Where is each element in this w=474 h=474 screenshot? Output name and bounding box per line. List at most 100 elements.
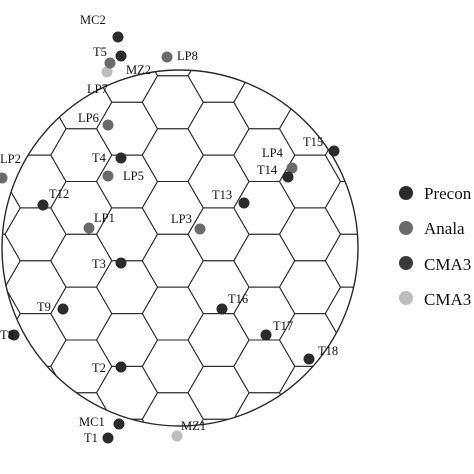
point-mz2: MZ2 (101, 63, 151, 78)
hexagon-cell (141, 75, 204, 130)
point-t13: T13 (212, 188, 250, 209)
legend-label-analog: Anala (424, 219, 465, 238)
legend-item-cma-dark: CMA3 (399, 255, 471, 274)
point-t9: T9 (37, 300, 69, 315)
point-label-t13: T13 (212, 188, 232, 202)
point-t17: T17 (260, 319, 293, 341)
point-label-lp3: LP3 (171, 212, 192, 226)
point-label-mz2: MZ2 (126, 63, 151, 77)
point-label-t3: T3 (92, 257, 106, 271)
hexagon-cell (141, 128, 204, 182)
hexagon-cell (187, 101, 250, 156)
point-marker-t2 (115, 361, 127, 373)
hexagon-cell (141, 286, 204, 341)
point-mc1: MC1 (79, 415, 125, 430)
point-t5: T5 (93, 45, 127, 62)
legend: Precon Anala CMA3 CMA3 (399, 184, 472, 309)
point-lp7: LP7 (87, 57, 116, 96)
point-marker-mc2 (112, 31, 124, 43)
hexagon-cell (187, 313, 250, 367)
point-label-t1: T1 (84, 431, 98, 445)
hexagon-cell (278, 260, 342, 315)
point-label-lp6: LP6 (78, 111, 99, 125)
point-label-t9: T9 (37, 300, 51, 314)
point-marker-t3 (115, 257, 127, 269)
point-marker-lp5 (102, 170, 114, 182)
hexagon-cell (324, 286, 358, 341)
point-marker-t9 (57, 303, 69, 315)
legend-marker-cma-light (399, 291, 413, 305)
hexagon-cell (4, 101, 67, 156)
point-marker-lp4 (286, 162, 298, 174)
legend-item-cma-light: CMA3 (399, 290, 471, 309)
legend-label-cma-dark: CMA3 (424, 255, 471, 274)
point-lp6: LP6 (78, 111, 114, 131)
point-lp3: LP3 (171, 212, 206, 235)
legend-label-cma-light: CMA3 (424, 290, 471, 309)
point-label-t4: T4 (92, 151, 107, 165)
point-marker-mz2 (101, 66, 113, 78)
legend-item-precon: Precon (399, 184, 472, 203)
point-marker-t12 (37, 199, 49, 211)
point-t18: T18 (303, 344, 338, 365)
point-marker-lp1 (83, 222, 95, 234)
point-marker-t4 (115, 152, 127, 164)
hexagon-cell (141, 233, 204, 288)
hexagon-cell (324, 128, 358, 182)
hexagon-cell (233, 339, 296, 394)
point-marker-t5 (115, 50, 127, 62)
legend-marker-cma-dark (399, 256, 413, 270)
hexagon-cell (187, 207, 250, 262)
hexagon-cell (4, 365, 67, 420)
hexagon-cell (278, 365, 342, 420)
hexagon-cell (187, 365, 250, 420)
point-marker-t8 (8, 329, 20, 341)
measurement-points: MC2 T5 MZ2 LP8 LP7 (0, 13, 340, 445)
point-label-mc1: MC1 (79, 415, 105, 429)
point-label-lp4: LP4 (262, 146, 284, 160)
point-marker-lp3 (194, 223, 206, 235)
hexagon-grid (2, 70, 358, 426)
point-marker-lp6 (102, 119, 114, 131)
point-label-lp8: LP8 (177, 49, 198, 63)
hexagon-cell (141, 181, 204, 235)
legend-label-precon: Precon (424, 184, 472, 203)
hexagon-cell (233, 392, 296, 426)
point-marker-t13 (238, 197, 250, 209)
point-label-t16: T16 (228, 292, 248, 306)
hexagon-cell (4, 207, 67, 262)
point-marker-t16 (216, 303, 228, 315)
point-marker-mz1 (171, 430, 183, 442)
point-lp5: LP5 (102, 169, 144, 183)
point-marker-mc1 (113, 418, 125, 430)
point-t15: T15 (303, 135, 340, 157)
point-t3: T3 (92, 257, 127, 271)
point-label-t8: T8 (0, 328, 14, 342)
point-label-lp1: LP1 (94, 211, 115, 225)
point-marker-t18 (303, 353, 315, 365)
point-label-t5: T5 (93, 45, 107, 59)
point-t16: T16 (216, 292, 248, 315)
point-mz1: MZ1 (171, 419, 206, 442)
outer-boundary-circle (1, 69, 359, 427)
point-label-t14: T14 (257, 163, 278, 177)
point-label-mc2: MC2 (80, 13, 106, 27)
point-marker-lp7 (104, 57, 116, 69)
point-t14: T14 (257, 163, 294, 183)
point-marker-t1 (102, 432, 114, 444)
point-label-lp5: LP5 (123, 169, 144, 183)
hexagon-cell (141, 339, 204, 394)
point-label-t15: T15 (303, 135, 323, 149)
point-label-t2: T2 (92, 361, 106, 375)
point-label-lp2: LP2 (0, 152, 21, 166)
point-lp4: LP4 (262, 146, 298, 174)
point-t1: T1 (84, 431, 114, 445)
hexagon-cell (233, 233, 296, 288)
point-marker-t14 (282, 171, 294, 183)
point-t2: T2 (92, 361, 127, 375)
hexagon-cell (324, 181, 358, 235)
point-marker-t17 (260, 329, 272, 341)
hexagon-cell (95, 418, 159, 426)
legend-marker-analog (399, 221, 413, 235)
